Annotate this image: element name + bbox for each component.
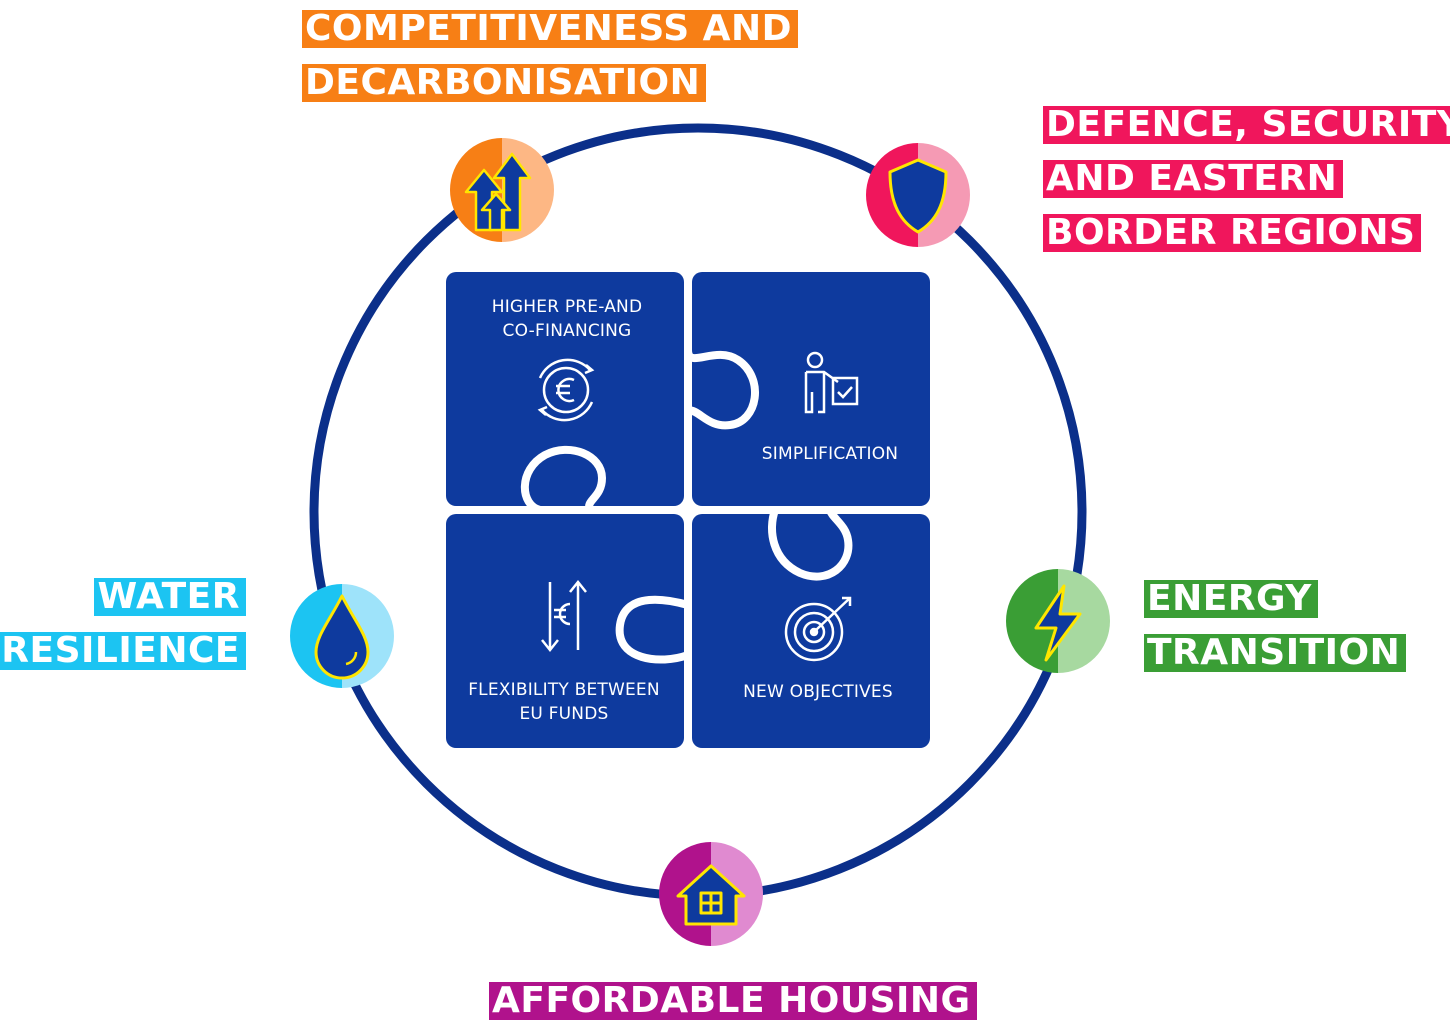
puzzle-text-line: CO-FINANCING bbox=[502, 321, 632, 341]
puzzle-text-line: SIMPLIFICATION bbox=[761, 444, 899, 464]
label-line: COMPETITIVENESS AND bbox=[302, 10, 799, 48]
connector-top bbox=[684, 346, 759, 430]
target-icon bbox=[784, 596, 852, 662]
label-housing: AFFORDABLE HOUSING bbox=[489, 982, 977, 1036]
housing-badge bbox=[659, 842, 763, 946]
connector-right bbox=[768, 506, 853, 581]
water-badge bbox=[290, 584, 394, 688]
puzzle-piece-bottom-left bbox=[446, 514, 684, 748]
puzzle-text-line: HIGHER PRE-AND bbox=[491, 297, 643, 317]
shield-icon bbox=[888, 158, 948, 234]
puzzle-text-simplification: SIMPLIFICATION bbox=[730, 442, 930, 466]
label-line: AFFORDABLE HOUSING bbox=[489, 982, 977, 1020]
puzzle-piece-top-right bbox=[692, 272, 930, 506]
puzzle-text-cofinancing: HIGHER PRE-AND CO-FINANCING bbox=[462, 295, 672, 343]
euro-cycle-icon bbox=[537, 358, 595, 422]
growth-arrows-icon bbox=[464, 152, 532, 232]
label-line: DEFENCE, SECURITY bbox=[1043, 106, 1450, 144]
puzzle-text-flexibility: FLEXIBILITY BETWEEN EU FUNDS bbox=[448, 678, 680, 726]
label-line: WATER bbox=[94, 578, 246, 616]
energy-badge bbox=[1006, 569, 1110, 673]
label-line: BORDER REGIONS bbox=[1043, 214, 1422, 252]
house-icon bbox=[676, 864, 746, 926]
label-line: DECARBONISATION bbox=[302, 64, 707, 102]
label-line: ENERGY bbox=[1144, 580, 1318, 618]
label-water: WATER RESILIENCE bbox=[0, 578, 246, 686]
label-defence: DEFENCE, SECURITY AND EASTERN BORDER REG… bbox=[1043, 106, 1450, 268]
label-line: TRANSITION bbox=[1144, 634, 1407, 672]
label-line: RESILIENCE bbox=[0, 632, 246, 670]
puzzle-text-line: NEW OBJECTIVES bbox=[743, 682, 893, 702]
connector-bottom bbox=[615, 595, 692, 664]
puzzle-text-new-objectives: NEW OBJECTIVES bbox=[718, 680, 918, 704]
lightning-bolt-icon bbox=[1034, 584, 1082, 662]
euro-transfer-icon bbox=[541, 579, 587, 653]
label-line: AND EASTERN bbox=[1043, 160, 1344, 198]
competitiveness-badge bbox=[450, 138, 554, 242]
label-competitiveness: COMPETITIVENESS AND DECARBONISATION bbox=[302, 10, 799, 118]
puzzle-text-line: FLEXIBILITY BETWEEN bbox=[468, 680, 660, 700]
defence-badge bbox=[866, 143, 970, 247]
connector-left bbox=[520, 445, 606, 514]
person-checklist-icon bbox=[804, 351, 859, 414]
puzzle-text-line: EU FUNDS bbox=[519, 704, 609, 724]
label-energy: ENERGY TRANSITION bbox=[1144, 580, 1407, 688]
puzzle-block bbox=[446, 272, 930, 748]
puzzle-piece-top-left bbox=[446, 272, 684, 506]
